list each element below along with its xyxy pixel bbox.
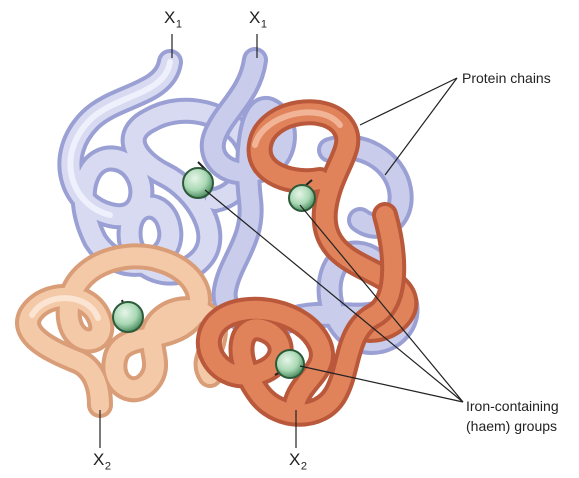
label-x1-left-subscript: 1 [176, 18, 183, 30]
label-x1-left-letter: X [164, 8, 176, 27]
leader-protein-1 [360, 78, 457, 125]
leader-protein-2 [385, 78, 457, 175]
label-x2-left-subscript: 2 [105, 460, 112, 472]
label-iron-groups: Iron-containing (haem) groups [466, 396, 559, 436]
label-x2-right-letter: X [289, 450, 301, 469]
label-protein-chains: Protein chains [462, 68, 551, 88]
label-x2-left: X2 [93, 450, 111, 472]
label-x2-right: X2 [289, 450, 307, 472]
haem-group-3 [113, 300, 143, 332]
label-x1-right-letter: X [249, 8, 261, 27]
label-x1-right-subscript: 1 [261, 18, 268, 30]
label-x2-left-letter: X [93, 450, 105, 469]
label-iron-line-1: Iron-containing [466, 396, 559, 416]
label-x1-left: X1 [164, 8, 182, 30]
haem-group-4 [275, 350, 304, 378]
label-x2-right-subscript: 2 [301, 460, 308, 472]
label-iron-line-2: (haem) groups [466, 416, 559, 436]
label-x1-right: X1 [249, 8, 267, 30]
